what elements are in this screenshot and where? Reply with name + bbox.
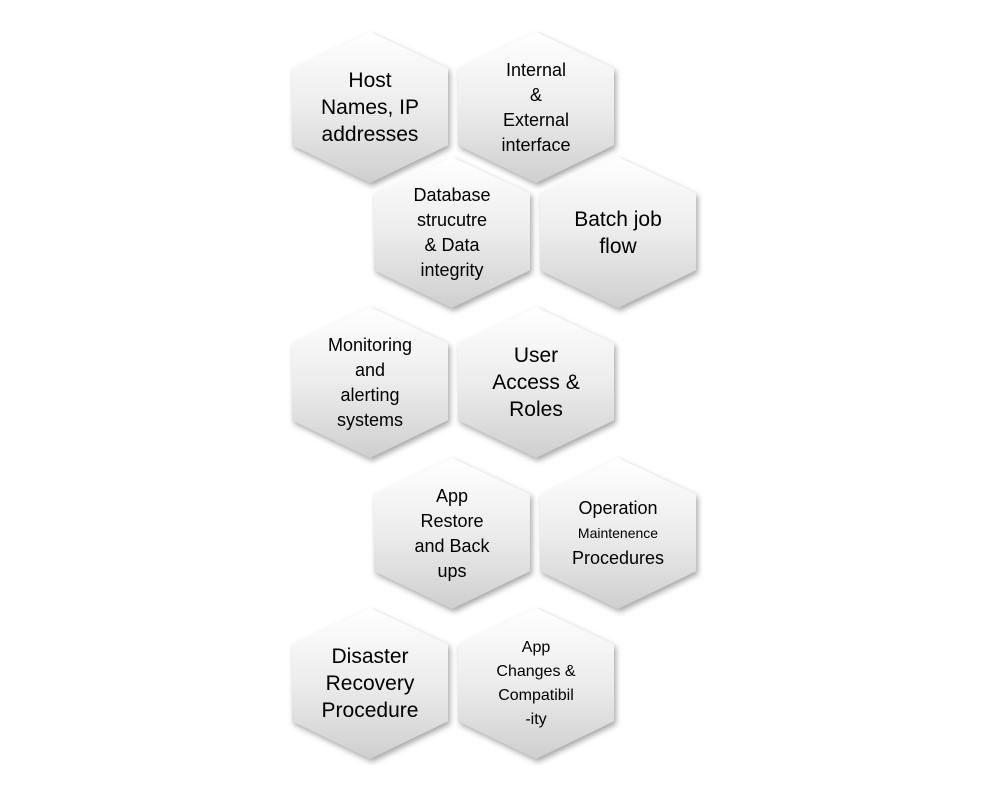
hex-label-line: & bbox=[529, 84, 542, 105]
hex-interfaces: Internal & External interface bbox=[458, 32, 614, 183]
hex-label-line: Names, IP bbox=[320, 96, 420, 119]
hex-label-line: Recovery bbox=[325, 672, 415, 695]
hex-database: Database strucutre & Data integrity bbox=[374, 157, 530, 308]
hex-label-line: Monitoring bbox=[327, 334, 413, 355]
hex-label-line: Disaster bbox=[331, 645, 409, 668]
hex-monitoring: Monitoring and alerting systems bbox=[292, 307, 448, 458]
hex-label-line: Internal bbox=[505, 59, 567, 80]
hex-label-line: ups bbox=[437, 560, 467, 581]
hex-label-line: App bbox=[435, 485, 469, 506]
hex-label-line: addresses bbox=[321, 123, 419, 146]
hex-batch-job: Batch job flow bbox=[540, 157, 696, 308]
hex-label-line: Database bbox=[413, 184, 491, 205]
hex-label-line: External bbox=[502, 109, 570, 130]
hex-label-line: Procedures bbox=[571, 548, 665, 568]
hex-label-line: Operation bbox=[578, 498, 658, 518]
hex-label-line: systems bbox=[336, 409, 403, 430]
hex-label-line: Roles bbox=[509, 398, 563, 421]
hex-label-line: & Data bbox=[424, 234, 480, 255]
hex-label-line: -ity bbox=[525, 710, 547, 728]
hex-label-line: integrity bbox=[420, 259, 484, 280]
hex-label-line: Host bbox=[348, 69, 392, 92]
hex-disaster-recovery: Disaster Recovery Procedure bbox=[292, 608, 448, 759]
hex-label-line: User bbox=[513, 344, 559, 367]
hex-label-line: Maintenence bbox=[577, 525, 659, 541]
hex-label-line: and Back bbox=[414, 535, 490, 556]
hex-user-access: User Access & Roles bbox=[458, 307, 614, 458]
hex-label-line: strucutre bbox=[416, 209, 488, 230]
hex-app-changes: App Changes & Compatibil -ity bbox=[458, 608, 614, 759]
hex-label-line: Access & bbox=[492, 371, 580, 394]
hex-label-line: Changes & bbox=[496, 662, 576, 680]
hex-host-names: Host Names, IP addresses bbox=[292, 32, 448, 183]
hex-label-line: Batch job bbox=[574, 207, 662, 231]
hex-restore-backups: App Restore and Back ups bbox=[374, 458, 530, 609]
hex-label-line: flow bbox=[599, 234, 637, 258]
hex-label-line: Compatibil bbox=[498, 686, 574, 704]
hex-label-line: Procedure bbox=[321, 699, 419, 722]
hex-operation-maintenance: Operation Maintenence Procedures bbox=[540, 458, 696, 609]
hex-label-line: interface bbox=[501, 134, 571, 155]
hex-label-line: alerting bbox=[340, 384, 400, 405]
hex-label-line: and bbox=[354, 359, 386, 380]
hex-label-line: Restore bbox=[420, 510, 484, 531]
hex-label-line: App bbox=[521, 638, 551, 656]
